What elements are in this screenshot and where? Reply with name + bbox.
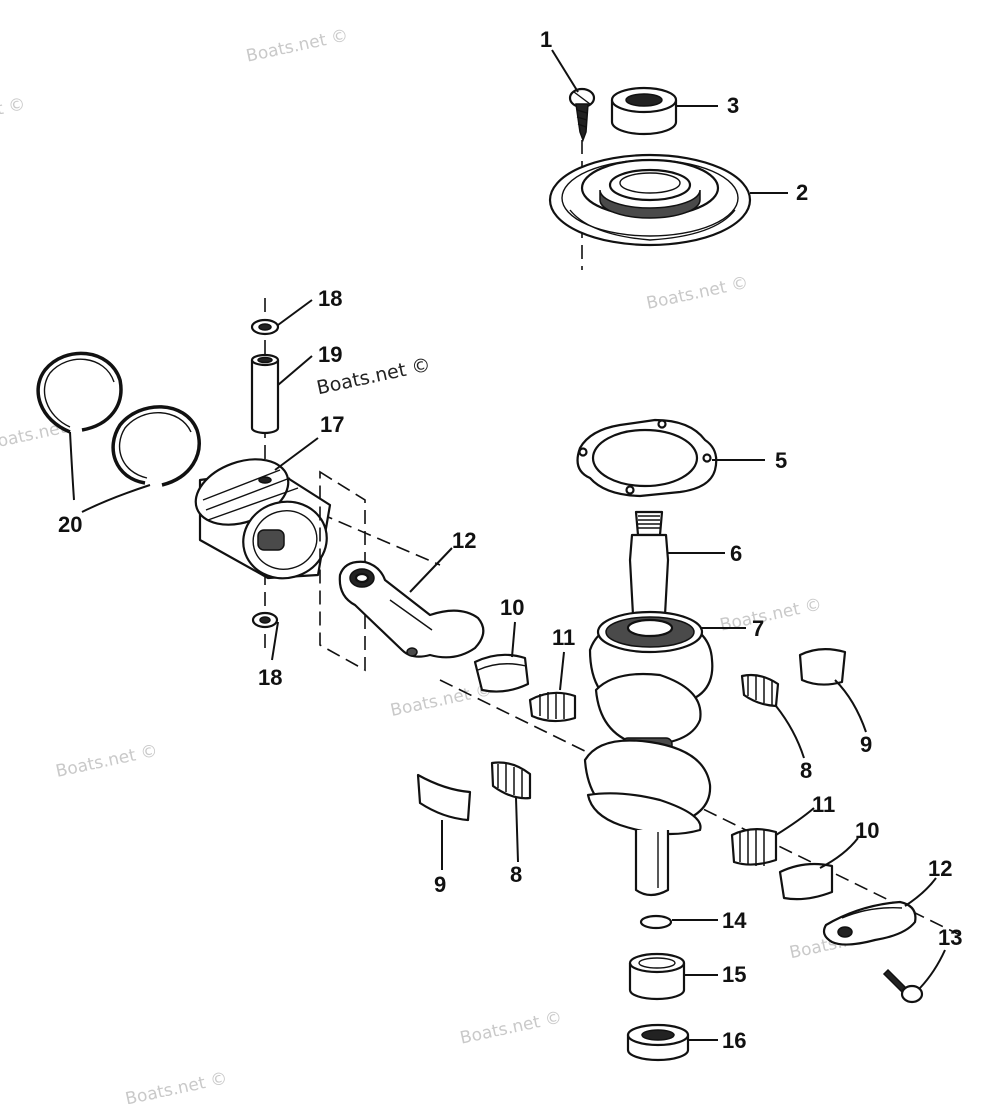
callout-6: 6 — [730, 541, 742, 566]
bearing-half-part-9-right — [798, 648, 847, 686]
callout-19: 19 — [318, 342, 342, 367]
callout-10-right: 10 — [855, 818, 879, 843]
screw-part-1 — [568, 87, 596, 143]
watermark: Boats.net © — [389, 680, 495, 721]
watermark: Boats.net © — [0, 94, 27, 135]
callout-9-right: 9 — [860, 732, 872, 757]
callout-1: 1 — [540, 27, 552, 52]
oring-part-14 — [639, 914, 673, 930]
callout-18-bottom: 18 — [258, 665, 282, 690]
piston-rings-part-20 — [36, 351, 201, 487]
watermark: Boats.net © — [458, 1008, 564, 1049]
callout-7: 7 — [752, 616, 764, 641]
gasket-part-5 — [576, 418, 718, 498]
watermark: Boats.net © — [244, 26, 350, 67]
callout-9-left: 9 — [434, 872, 446, 897]
callout-14: 14 — [722, 908, 747, 933]
connecting-rod-part-12 — [338, 560, 485, 659]
retainer-part-18-top — [250, 318, 280, 336]
bearing-half-part-10-right — [778, 862, 834, 901]
callout-8-left: 8 — [510, 862, 522, 887]
watermark: Boats.net © — [645, 273, 751, 314]
retainer-part-18-bottom — [251, 611, 279, 629]
callout-12-rod: 12 — [452, 528, 476, 553]
callout-3: 3 — [727, 93, 739, 118]
callout-16: 16 — [722, 1028, 746, 1053]
bearing-half-part-10-left — [473, 653, 530, 693]
leader-lines — [69, 49, 946, 1041]
callout-18-top: 18 — [318, 286, 342, 311]
callout-20: 20 — [58, 512, 82, 537]
needle-cage-part-11-right — [730, 828, 778, 866]
screw-part-13 — [882, 968, 924, 1004]
callout-2: 2 — [796, 180, 808, 205]
watermark: Boats.net © — [718, 594, 824, 635]
callout-17: 17 — [320, 412, 344, 437]
callout-13: 13 — [938, 925, 962, 950]
callout-5: 5 — [775, 448, 787, 473]
end-cap-part-2 — [548, 153, 752, 247]
callout-11-right: 11 — [812, 792, 835, 817]
bushing-part-15 — [628, 952, 686, 1001]
callout-12-cap: 12 — [928, 856, 952, 881]
callout-15: 15 — [722, 962, 746, 987]
bearing-half-part-9-left — [416, 773, 472, 822]
needle-cage-part-11-left — [528, 691, 577, 723]
bearing-part-7 — [596, 610, 704, 654]
callout-8-right: 8 — [800, 758, 812, 783]
crankshaft-part-6 — [583, 510, 714, 897]
piston-part-17 — [194, 458, 332, 580]
callout-11-left: 11 — [552, 625, 575, 650]
seal-part-3 — [610, 86, 678, 136]
watermark: Boats.net © — [124, 1068, 230, 1104]
wrist-pin-part-19 — [250, 353, 280, 435]
needle-cage-part-8-right — [740, 673, 780, 708]
callout-10-left: 10 — [500, 595, 524, 620]
seal-part-16 — [626, 1023, 690, 1062]
needle-cage-part-8-left — [490, 761, 532, 800]
rod-cap-part-12 — [822, 900, 917, 946]
watermark: Boats.net © — [54, 741, 160, 782]
assembly-guide — [319, 470, 366, 672]
callout-labels: 1 3 2 18 19 17 20 12 5 6 7 10 11 18 9 8 … — [58, 27, 962, 1053]
